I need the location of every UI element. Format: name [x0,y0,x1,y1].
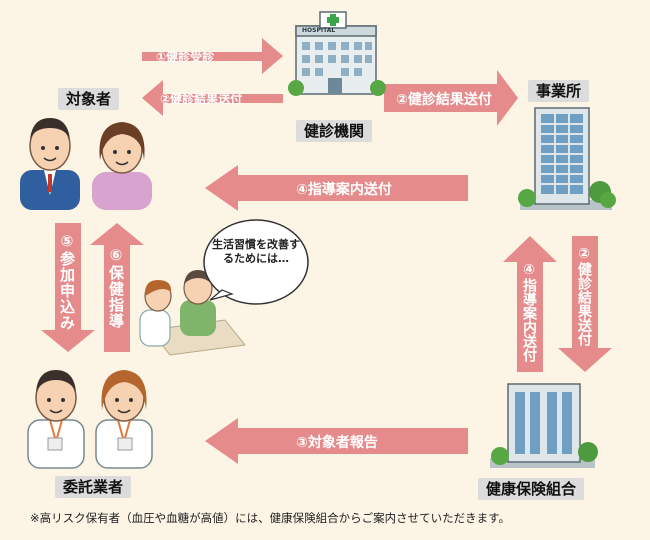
speech-bubble [203,219,309,305]
label-target-report: ③対象者報告 [296,435,378,451]
node-company: 事業所 [528,80,590,102]
speech-bubble-text: 生活習慣を改善するためには… [212,238,300,265]
arrow-results-vertical [558,236,612,372]
arrow-health-guidance [90,223,144,352]
label-guidance-notice: ④指導案内送付 [296,182,392,198]
hospital-sign: HOSPITAL [302,27,336,34]
target-persons-icon [20,118,152,210]
contractor-persons-icon [27,370,153,469]
node-insurer: 健康保険組合 [478,478,585,500]
footnote: ※高リスク保有者（血圧や血糖が高値）には、健康保険組合からご案内させていただきま… [30,511,510,525]
arrow-guidance-notice-horizontal [205,165,468,211]
arrow-results-to-target [142,80,283,116]
label-results-to-target: ②健診結果送付 [160,92,243,106]
label-application: ⑤参加申込み [58,232,76,331]
label-guidance-notice-vertical: ④指導案内送付 [521,262,537,362]
node-contractor: 委託業者 [55,476,132,498]
node-clinic: 健診機関 [296,120,373,142]
counseling-scene-icon [139,270,246,356]
node-target: 対象者 [58,88,120,110]
insurance-building-icon [490,383,598,468]
arrow-guidance-notice-vertical [503,236,557,372]
label-results-vertical: ②健診結果送付 [576,246,592,346]
hospital-building-icon [288,11,386,96]
arrow-application [41,223,95,352]
arrow-target-report [205,418,468,464]
office-building-icon [518,107,616,210]
label-results-to-company: ②健診結果送付 [396,92,492,108]
arrow-consultation [142,38,283,74]
label-health-guidance: ⑥保健指導 [107,246,125,329]
label-consultation: ①健診受診 [156,50,215,64]
arrow-results-to-company [384,70,518,126]
